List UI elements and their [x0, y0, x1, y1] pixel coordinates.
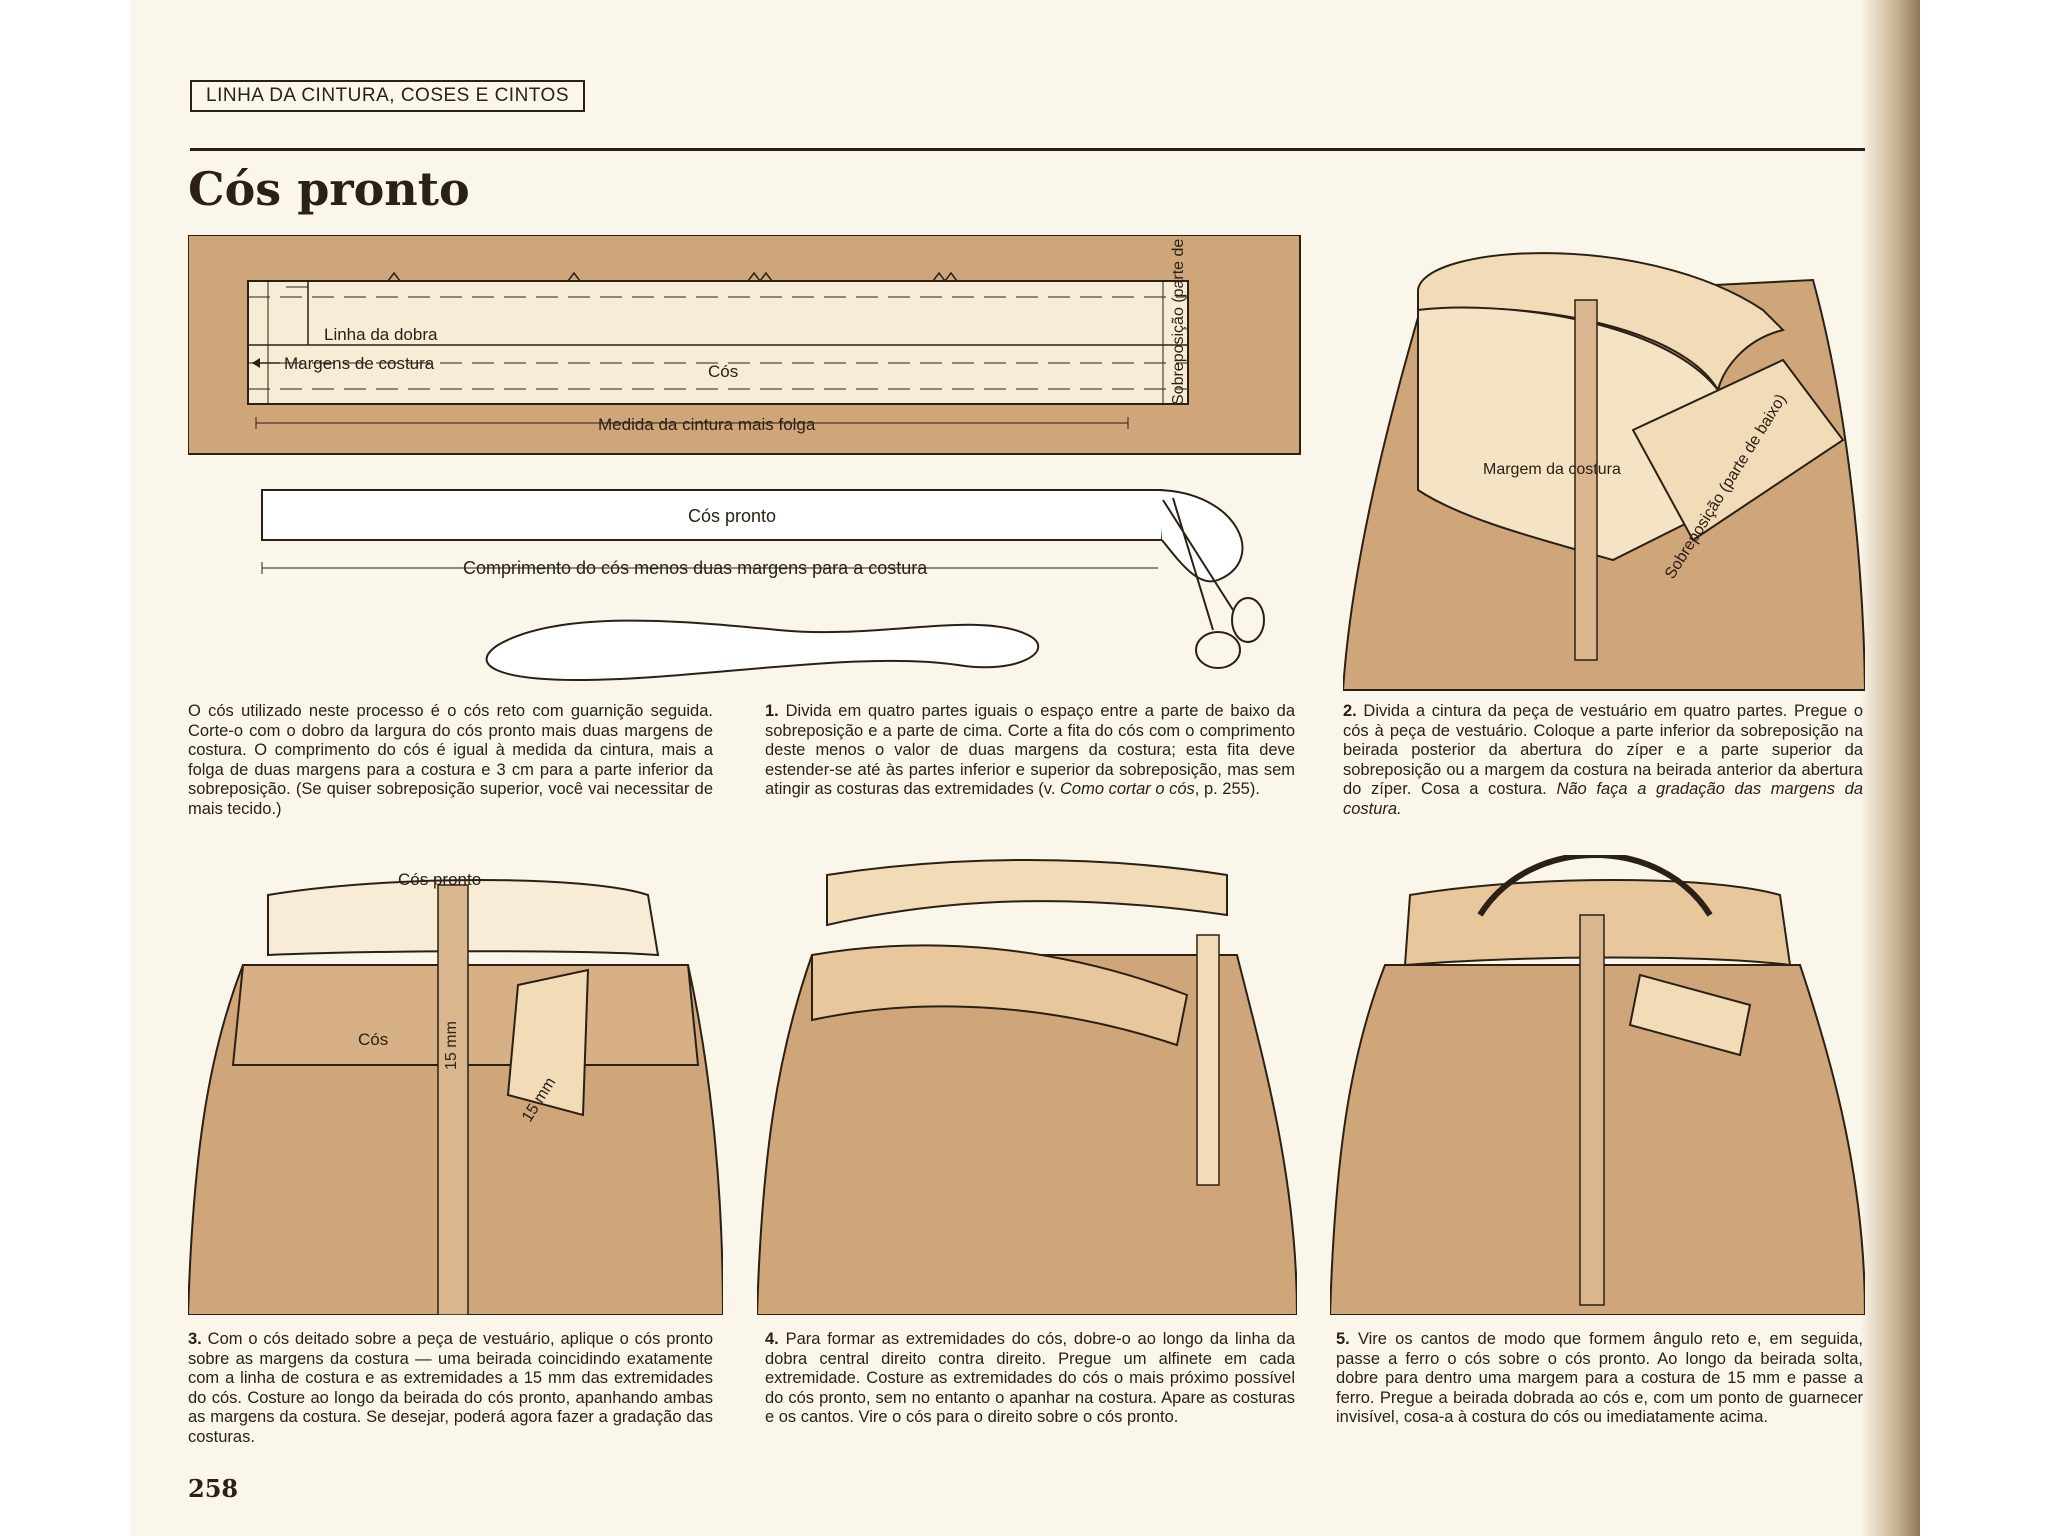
- seam-allowance-label: Margens de costura: [284, 354, 435, 373]
- step4-number: 4.: [765, 1330, 779, 1348]
- step2-seam-label: Margem da costura: [1483, 461, 1621, 478]
- step5-text: Vire os cantos de modo que formem ângulo…: [1336, 1330, 1863, 1426]
- step2-caption: 2. Divida a cintura da peça de vestuário…: [1343, 702, 1863, 819]
- step5-caption: 5. Vire os cantos de modo que formem âng…: [1336, 1330, 1863, 1428]
- fold-line-label: Linha da dobra: [324, 325, 438, 344]
- underlap-label: Sobreposição (parte de baixo): [1170, 235, 1187, 405]
- step3-waistband-label: Cós: [358, 1030, 388, 1049]
- step3-text: Com o cós deitado sobre a peça de vestuá…: [188, 1330, 713, 1446]
- step4-illustration: [757, 855, 1297, 1315]
- readymade-length-label: Comprimento do cós menos duas margens pa…: [463, 558, 928, 578]
- header-rule: [190, 148, 1865, 151]
- readymade-label: Cós pronto: [688, 506, 776, 526]
- step1-number: 1.: [765, 702, 779, 720]
- step3-caption: 3. Com o cós deitado sobre a peça de ves…: [188, 1330, 713, 1447]
- step2-illustration: Margem da costura Sobreposição (parte de…: [1343, 240, 1865, 692]
- page-title: Cós pronto: [188, 162, 470, 216]
- step3-15mm-a: 15 mm: [443, 1021, 460, 1070]
- step4-text: Para formar as extremidades do cós, dobr…: [765, 1330, 1295, 1426]
- waist-measure-label: Medida da cintura mais folga: [598, 415, 816, 434]
- waistband-label: Cós: [708, 362, 738, 381]
- step3-readymade-label: Cós pronto: [398, 870, 481, 889]
- step4-caption: 4. Para formar as extremidades do cós, d…: [765, 1330, 1295, 1428]
- step1-italic: Como cortar o cós: [1060, 780, 1195, 798]
- page-number: 258: [188, 1474, 238, 1503]
- step2-number: 2.: [1343, 702, 1357, 720]
- step1-tail: , p. 255).: [1195, 780, 1260, 798]
- step5-illustration: [1330, 855, 1865, 1315]
- step3-number: 3.: [188, 1330, 202, 1348]
- step1-caption: 1. Divida em quatro partes iguais o espa…: [765, 702, 1295, 800]
- pattern-diagram: Linha da dobra Margens de costura Cós Me…: [188, 235, 1303, 460]
- step3-illustration: Cós pronto Cós 15 mm 15 mm: [188, 855, 723, 1315]
- intro-caption: O cós utilizado neste processo é o cós r…: [188, 702, 713, 819]
- step5-number: 5.: [1336, 1330, 1350, 1348]
- section-tag: LINHA DA CINTURA, COSES E CINTOS: [190, 80, 585, 112]
- readymade-band-diagram: Cós pronto Comprimento do cós menos duas…: [258, 480, 1308, 695]
- page-gutter-shadow: [1860, 0, 1920, 1536]
